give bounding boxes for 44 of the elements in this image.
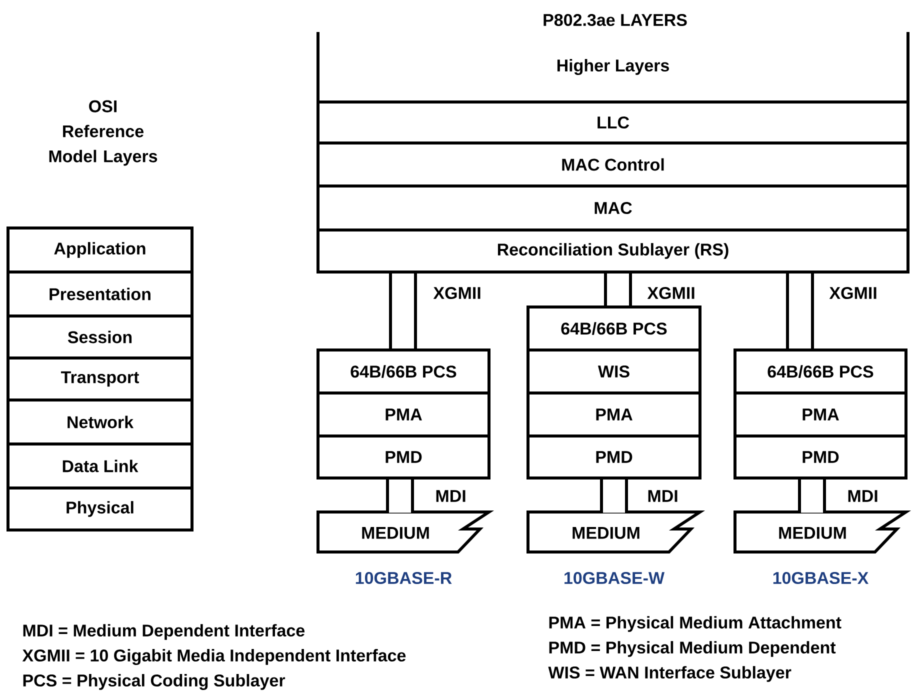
column-heading: OSI Reference Model Layers [49,100,158,166]
layer-box: MAC [316,184,910,232]
abbreviation-note: PMD = Physical Medium Dependent [549,641,836,657]
interface-connector [786,274,814,348]
layer-box: PMD [316,434,490,480]
abbreviation-note: WIS = WAN Interface Sublayer [548,666,792,682]
layer-box: Network [6,398,194,446]
abbreviation-note: XGMII = 10 Gigabit Media Independent Interface [22,649,406,665]
edge-label: MDI [848,490,878,502]
layer-box: 64B/66B PCS [526,306,702,352]
interface-connector [600,480,628,513]
layer-box: Presentation [6,270,194,318]
abbreviation-note: MDI = Medium Dependent Interface [23,624,305,640]
layer-box: PMD [734,434,908,480]
variant-label: 10GBASE-R [356,572,452,584]
layer-box: 64B/66B PCS [316,348,490,394]
variant-label: 10GBASE-W [564,572,664,584]
edge-label: XGMII [433,286,480,300]
layer-box: Physical [6,486,194,532]
layer-box: PMA [734,392,908,438]
layer-box: Application [6,226,194,274]
abbreviation-note: PMA = Physical Medium Attachment [549,616,842,632]
layer-box: PMA [316,392,490,438]
layer-box: 64B/66B PCS [734,348,908,394]
interface-connector [386,480,414,513]
layer-box: PMD [526,434,702,480]
abbreviation-note: PCS = Physical Coding Sublayer [23,674,286,690]
layer-box: LLC [316,100,910,144]
layer-box: Data Link [6,442,194,490]
layer-box: PMA [526,392,702,438]
edge-label: MDI [436,490,466,502]
interface-connector [798,480,826,513]
edge-label: MDI [648,490,678,502]
layer-box: WIS [526,348,702,394]
interface-connector [389,274,417,348]
layer-box: Reconciliation Sublayer (RS) [316,228,910,274]
layer-box: Transport [6,356,194,402]
layer-box: MAC Control [316,142,910,188]
interface-connector [604,274,632,306]
edge-label: XGMII [647,286,694,300]
layer-box: Higher Layers [316,32,910,104]
variant-label: 10GBASE-X [773,572,869,584]
edge-label: XGMII [829,286,876,300]
layer-box: Session [6,314,194,360]
